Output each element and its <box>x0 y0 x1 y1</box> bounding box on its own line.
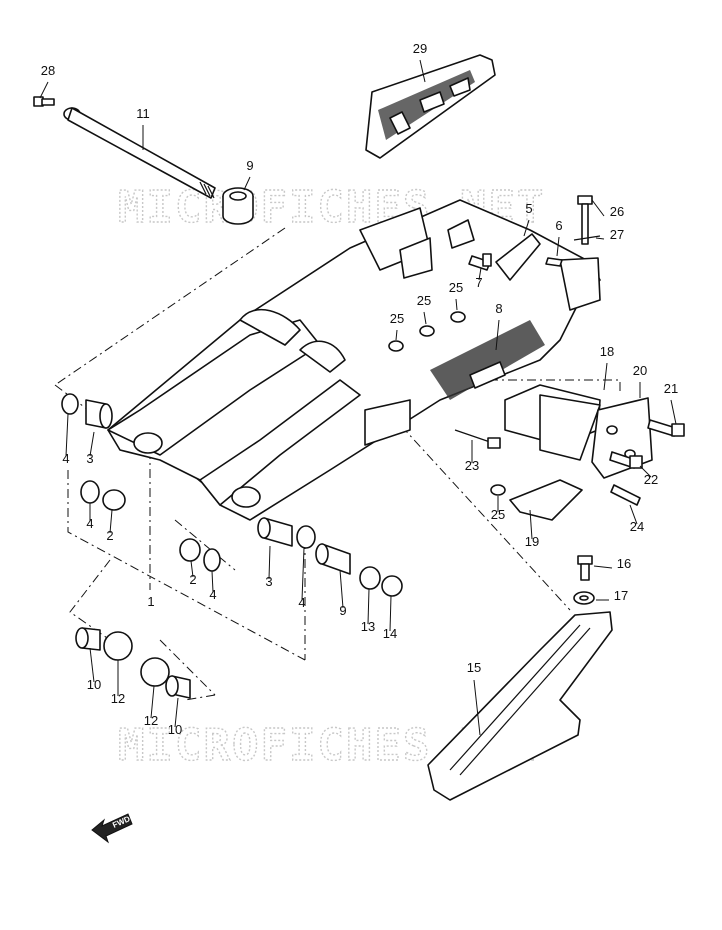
seal-4-lower <box>296 525 316 549</box>
bolt-28 <box>33 96 55 107</box>
callout-29: 29 <box>413 41 427 56</box>
callout-2: 2 <box>189 572 196 587</box>
bolt-22 <box>609 451 643 469</box>
callout-10: 10 <box>168 722 182 737</box>
nut-25-d <box>490 484 506 496</box>
swingarm-body <box>107 199 601 521</box>
callout-7: 7 <box>475 275 482 290</box>
seal-4-upper <box>61 393 79 415</box>
callout-13: 13 <box>361 619 375 634</box>
callout-26: 26 <box>610 204 624 219</box>
callout-1: 1 <box>147 594 154 609</box>
callout-4: 4 <box>62 451 69 466</box>
callout-10: 10 <box>87 677 101 692</box>
chain-guide-bracket-18 <box>504 384 601 461</box>
bolt-23 <box>454 429 501 449</box>
callout-12: 12 <box>144 713 158 728</box>
washer-17 <box>573 591 595 605</box>
bolt-7 <box>468 253 492 271</box>
chain-slider-15 <box>427 611 613 801</box>
callout-5: 5 <box>525 201 532 216</box>
callout-19: 19 <box>525 534 539 549</box>
spacer-10-right <box>165 675 191 699</box>
seal-4-right <box>203 548 221 572</box>
callout-18: 18 <box>600 344 614 359</box>
callout-28: 28 <box>41 63 55 78</box>
callout-23: 23 <box>465 458 479 473</box>
callout-24: 24 <box>630 519 644 534</box>
callout-4: 4 <box>298 595 305 610</box>
callout-2: 2 <box>106 528 113 543</box>
callout-4: 4 <box>86 516 93 531</box>
clip-27 <box>573 235 601 241</box>
bolt-21 <box>647 419 685 437</box>
callout-15: 15 <box>467 660 481 675</box>
callout-4: 4 <box>209 587 216 602</box>
assembly-guide-lines <box>54 227 621 701</box>
callout-27: 27 <box>610 227 624 242</box>
callout-25: 25 <box>417 293 431 308</box>
callout-14: 14 <box>383 626 397 641</box>
nut-25-c <box>388 340 404 352</box>
callout-8: 8 <box>495 301 502 316</box>
bearing-3-upper <box>85 399 113 429</box>
callout-21: 21 <box>664 381 678 396</box>
callout-25: 25 <box>491 507 505 522</box>
bolt-16 <box>577 555 593 581</box>
leader-lines <box>39 59 677 736</box>
callout-3: 3 <box>86 451 93 466</box>
bearing-3-lower <box>257 517 293 547</box>
decal-29 <box>365 54 496 159</box>
bolt-6 <box>545 257 563 267</box>
bushing-2-right <box>179 538 201 562</box>
spacer-10-left <box>75 627 101 651</box>
callout-9: 9 <box>246 158 253 173</box>
nut-25-a <box>419 325 435 337</box>
plate-20 <box>591 397 653 479</box>
callout-20: 20 <box>633 363 647 378</box>
fwd-arrow-icon: FWD <box>91 813 133 844</box>
callout-25: 25 <box>449 280 463 295</box>
collar-9-upper <box>222 187 254 225</box>
bearing-12-right <box>140 657 170 687</box>
pivot-shaft-11 <box>63 107 216 199</box>
callout-16: 16 <box>617 556 631 571</box>
callout-17: 17 <box>614 588 628 603</box>
bolt-24 <box>610 484 641 506</box>
callout-25: 25 <box>390 311 404 326</box>
nut-14 <box>381 575 403 597</box>
callout-11: 11 <box>136 106 150 121</box>
callout-6: 6 <box>555 218 562 233</box>
nut-25-b <box>450 311 466 323</box>
bushing-2-left <box>102 489 126 511</box>
cover-19 <box>509 479 583 521</box>
washer-13 <box>359 566 381 590</box>
bearing-12-left <box>103 631 133 661</box>
callout-9: 9 <box>339 603 346 618</box>
callout-3: 3 <box>265 574 272 589</box>
callout-22: 22 <box>644 472 658 487</box>
pin-26 <box>577 195 593 245</box>
seal-4-mid <box>80 480 100 504</box>
collar-9-lower <box>315 543 351 575</box>
callout-12: 12 <box>111 691 125 706</box>
